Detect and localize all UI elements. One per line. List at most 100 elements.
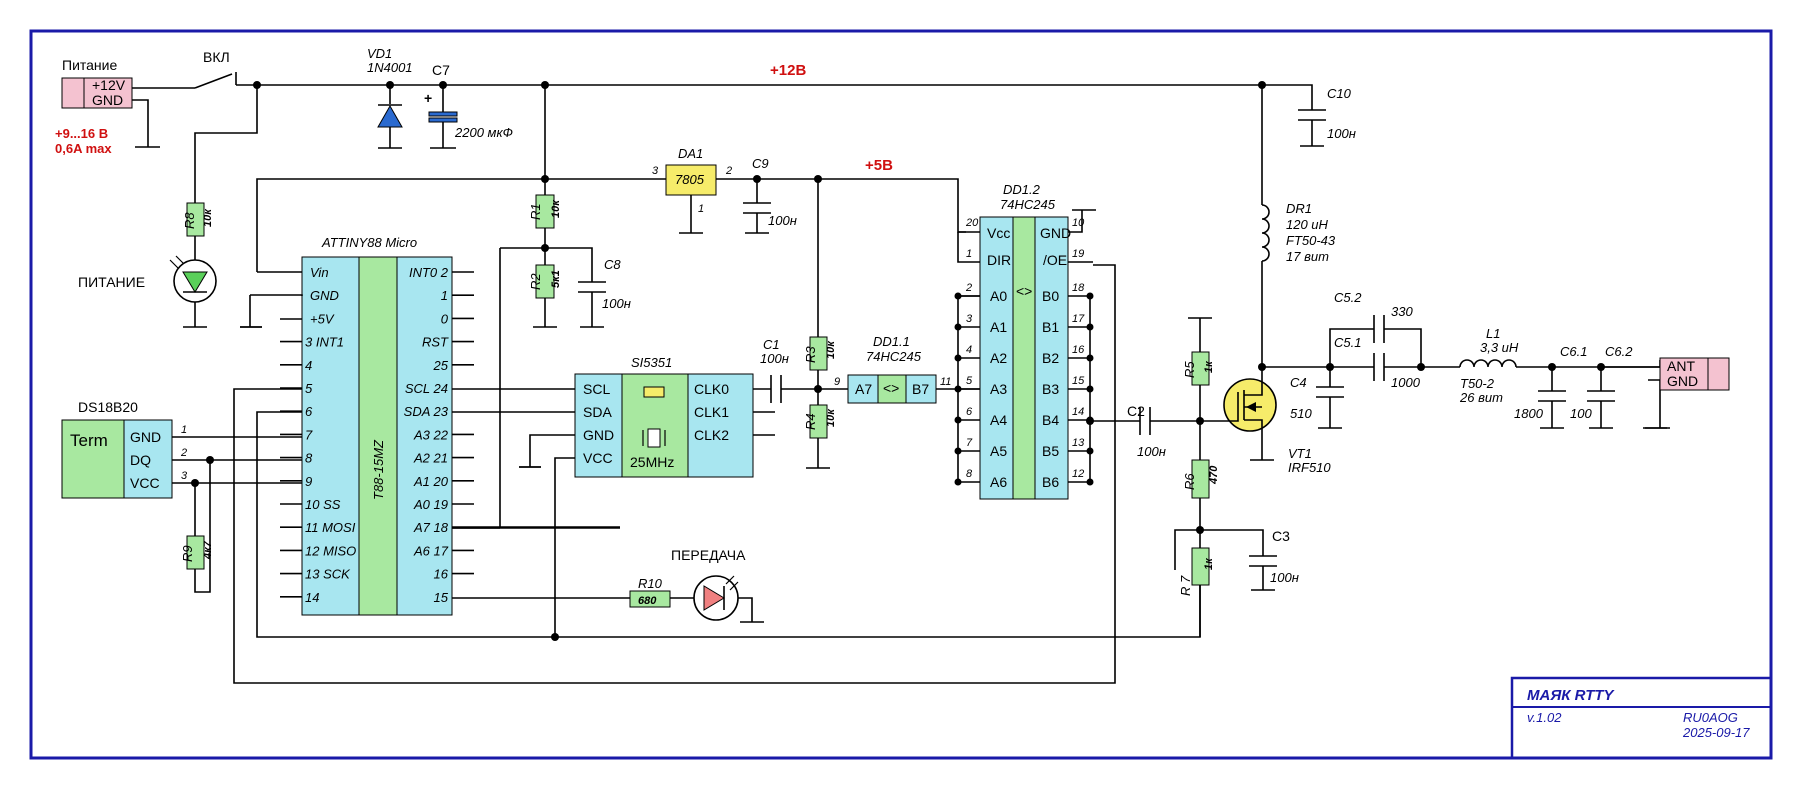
attiny-left-pin: 3 INT1: [305, 335, 344, 350]
dd12-a-pin: A3: [990, 381, 1007, 397]
r4-value: 10к: [825, 408, 837, 427]
r6-value: 470: [1208, 465, 1220, 485]
c7-capacitor: [428, 111, 458, 117]
attiny-left-pin: 4: [305, 358, 312, 373]
attiny-left-pin: 8: [305, 451, 313, 466]
r5-ref: R5: [1182, 361, 1197, 378]
title-block: [1510, 676, 1773, 760]
c3-value: 100н: [1270, 570, 1299, 585]
r9-value: 4к7: [202, 540, 214, 560]
si5351-xtal: 25MHz: [630, 454, 674, 470]
attiny-right-pin: A2 21: [413, 451, 448, 466]
dd12-pin: 20: [965, 217, 979, 229]
vt1-ref: VT1: [1288, 446, 1312, 461]
dd12-pin: 2: [965, 282, 972, 294]
attiny-right-pin: SCL 24: [405, 381, 448, 396]
ant-connector: [1659, 357, 1709, 391]
ant-gnd-pin: GND: [1667, 373, 1698, 389]
r9-ref: R9: [180, 545, 195, 562]
ds18b20-pin: VCC: [130, 475, 160, 491]
r10-resistor: [629, 590, 671, 608]
dd12-b-pin: B6: [1042, 474, 1059, 490]
dd12-b-pin: B4: [1042, 412, 1059, 428]
ds18b20-pin-num: 2: [180, 447, 187, 459]
r4-ref: R4: [803, 413, 818, 430]
dd12-pin: 17: [1072, 313, 1085, 325]
dd12-pin: 18: [1072, 282, 1085, 294]
dd12-pin: 1: [966, 248, 972, 260]
attiny-right-pin: A0 19: [413, 497, 448, 512]
power-connector-label: Питание: [62, 57, 117, 73]
dd12-a-pin: A2: [990, 350, 1007, 366]
l1-core: T50-2: [1460, 376, 1495, 391]
dd12-pin: 6: [966, 406, 973, 418]
attiny-left-pin: 10 SS: [305, 497, 341, 512]
ds18b20-body: Term: [70, 431, 108, 450]
attiny-right-pin: 15: [434, 590, 449, 605]
dd12-pin: 19: [1072, 248, 1084, 260]
dd12-oe: /OE: [1043, 252, 1067, 268]
ant-pin: ANT: [1667, 358, 1695, 374]
c7-ref: C7: [432, 62, 450, 78]
vd1-value: 1N4001: [367, 60, 413, 75]
attiny-title: ATTINY88 Micro: [321, 235, 417, 250]
c62-ref: C6.2: [1605, 344, 1633, 359]
da1-pin2: 2: [725, 165, 732, 177]
attiny-left-pin: 12 MISO: [305, 543, 356, 558]
si5351-title: SI5351: [631, 355, 672, 370]
c61-value: 1800: [1514, 406, 1544, 421]
c7-value: 2200 мкФ: [454, 125, 513, 140]
c1-value: 100н: [760, 351, 789, 366]
dd12-b-pin: B1: [1042, 319, 1059, 335]
c51-ref: C5.1: [1334, 335, 1361, 350]
power-pin-12v: +12V: [92, 77, 126, 93]
r3-value: 10к: [825, 340, 837, 359]
attiny-left-pin: Vin: [310, 265, 329, 280]
c51-value: 1000: [1391, 375, 1421, 390]
dd11-pin-in: 9: [834, 376, 840, 388]
c9-value: 100н: [768, 213, 797, 228]
drawing-frame: [29, 29, 1773, 760]
power-connector: [61, 77, 85, 109]
da1-value: 7805: [675, 172, 705, 187]
r2-ref: R2: [528, 273, 543, 290]
attiny-left-pin: 9: [305, 474, 312, 489]
r10-value: 680: [638, 595, 657, 607]
dd12-a-pin: A1: [990, 319, 1007, 335]
dd12-mid: <>: [1016, 283, 1032, 299]
attiny-left-pin: 7: [305, 427, 313, 442]
dr1-choke: [1261, 204, 1270, 262]
title-block-author: RU0AOG: [1683, 710, 1738, 725]
attiny-right-pin: A6 17: [413, 543, 449, 558]
attiny-left-pin: 11 MOSI: [305, 520, 356, 535]
dd11-pin-out: 11: [940, 376, 951, 388]
si5351-right-pin: CLK2: [694, 427, 729, 443]
power-switch: [194, 73, 233, 89]
c52-value: 330: [1391, 304, 1413, 319]
da1-ref: DA1: [678, 146, 703, 161]
title-block-title: МАЯК RTTY: [1527, 687, 1616, 704]
dd11-sub: 74HC245: [866, 349, 922, 364]
attiny-right-pin: 25: [433, 358, 449, 373]
power-range: +9...16 В: [55, 126, 108, 141]
dd12-pin: 15: [1072, 375, 1085, 387]
si5351-right-pin: CLK0: [694, 381, 729, 397]
r1-value: 10к: [550, 199, 562, 218]
attiny-left-pin: +5V: [310, 311, 335, 326]
c8-value: 100н: [602, 296, 631, 311]
dd12-pin: 10: [1072, 217, 1085, 229]
title-block-version: v.1.02: [1527, 710, 1562, 725]
c3-ref: C3: [1272, 528, 1290, 544]
r5-value: 1к: [1203, 360, 1215, 373]
crystal-icon: [647, 428, 661, 448]
c9-ref: C9: [752, 156, 769, 171]
r6-ref: R6: [1182, 473, 1197, 490]
si5351-left-pin: SCL: [583, 381, 610, 397]
dd12-pin: 12: [1072, 468, 1084, 480]
dd12-pin: 5: [966, 375, 973, 387]
dd12-title: DD1.2: [1003, 182, 1041, 197]
svg-text:+: +: [424, 90, 432, 106]
dr1-l3: 17 вит: [1286, 249, 1329, 264]
dd11-b: B7: [912, 381, 929, 397]
si5351-right-pin: CLK1: [694, 404, 729, 420]
